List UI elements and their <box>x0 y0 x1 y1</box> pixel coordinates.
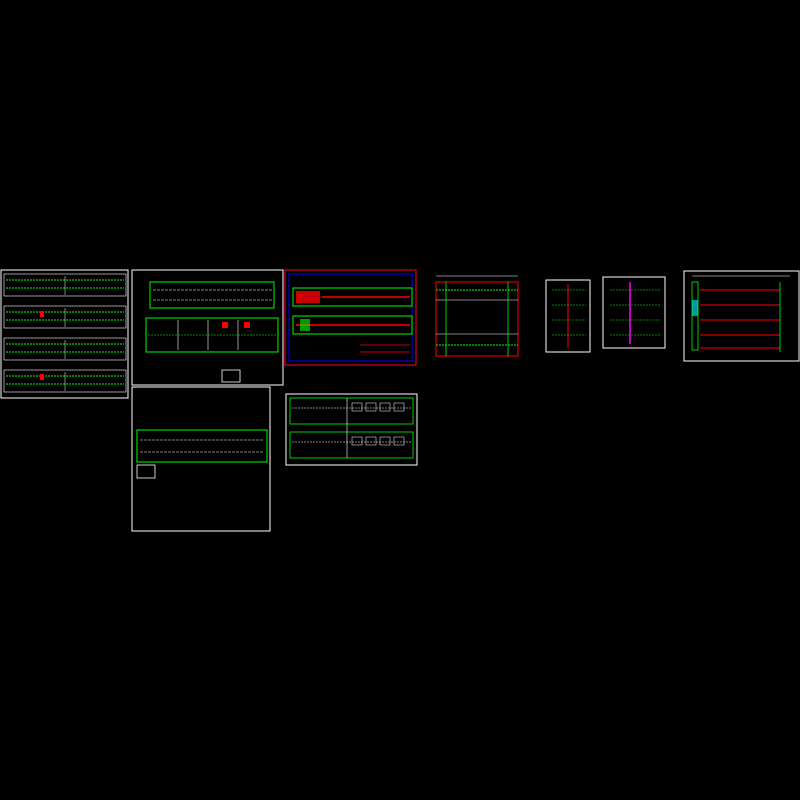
drawing-sheet-2[interactable] <box>131 269 284 386</box>
drawing-sheet-9[interactable] <box>285 393 418 466</box>
drawing-sheet-8[interactable] <box>131 386 271 532</box>
drawing-sheet-1[interactable] <box>0 269 129 399</box>
strip-row <box>3 273 127 297</box>
drawing-sheet-5[interactable] <box>545 279 591 353</box>
drawing-sheet-6[interactable] <box>602 276 666 349</box>
drawing-sheet-3[interactable] <box>284 269 417 366</box>
strip-row <box>3 305 127 329</box>
strip-row <box>3 337 127 361</box>
drawing-sheet-7[interactable] <box>683 270 800 362</box>
drawing-sheet-4[interactable] <box>435 275 519 357</box>
strip-row <box>3 369 127 393</box>
